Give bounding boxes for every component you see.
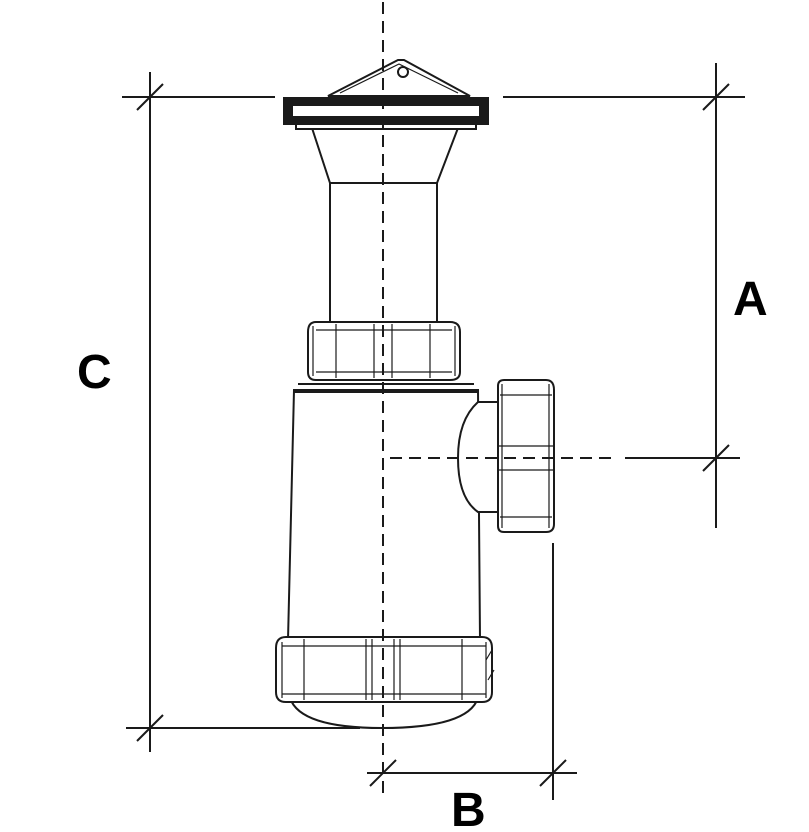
dim-a-bottom-tick [702, 444, 730, 472]
inlet-funnel [310, 127, 460, 184]
dim-c-bottom-tick [136, 714, 164, 742]
dim-label-b: B [451, 784, 486, 832]
dim-label-c: C [77, 346, 112, 399]
bottle-trap [275, 59, 555, 730]
dim-c-top-tick [136, 83, 164, 111]
flange-inner-band [291, 104, 481, 118]
flange-lower-lip [295, 123, 477, 130]
dim-a-top-tick [702, 83, 730, 111]
outlet-nut [497, 379, 555, 533]
lower-nut [275, 636, 495, 703]
dim-label-a: A [733, 273, 768, 326]
plug-ring [397, 66, 409, 78]
dim-b-right-tick [539, 759, 567, 787]
top-plug [327, 59, 471, 97]
